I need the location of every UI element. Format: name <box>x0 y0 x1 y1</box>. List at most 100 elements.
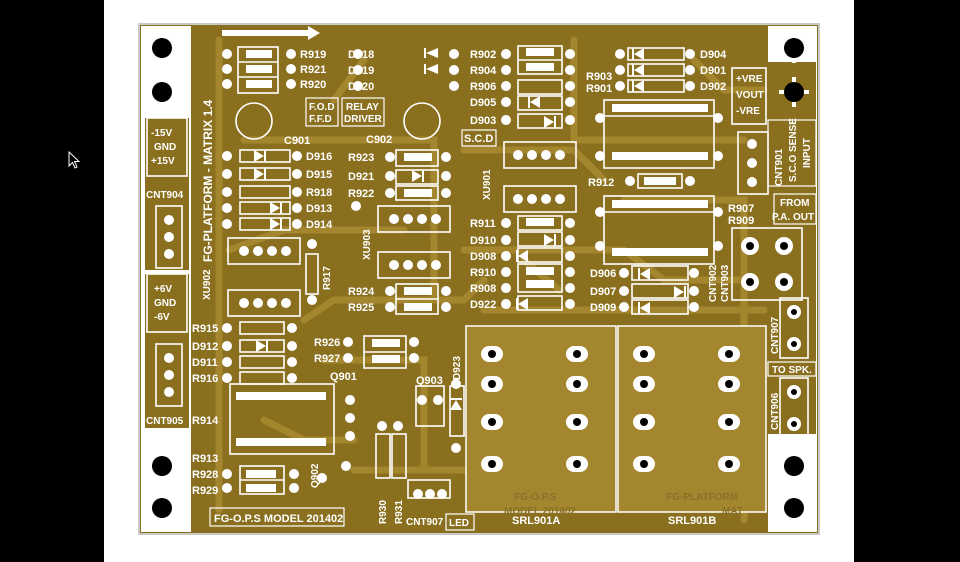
label-cnt906: CNT906 <box>770 392 781 430</box>
label-to-spk: TO SPK. <box>772 365 812 376</box>
label-d918: D918 <box>348 49 374 61</box>
label-r909: R909 <box>728 215 754 227</box>
relay-pins <box>481 346 740 472</box>
label-ffd: F.F.D <box>309 114 332 125</box>
label-r907: R907 <box>728 203 754 215</box>
label-r926: R926 <box>314 337 340 349</box>
label-r902: R902 <box>470 49 496 61</box>
label-d914: D914 <box>306 219 333 231</box>
label-d920: D920 <box>348 81 374 93</box>
label-vre-neg: -VRE <box>736 106 760 117</box>
label-r929: R929 <box>192 485 218 497</box>
label-r908: R908 <box>470 283 496 295</box>
label-r911: R911 <box>470 218 496 230</box>
label-r916: R916 <box>192 373 218 385</box>
label-r921: R921 <box>300 64 326 76</box>
label-d922: D922 <box>470 299 496 311</box>
label-psu-n15v: -15V <box>151 128 172 139</box>
label-d903: D903 <box>470 115 496 127</box>
label-r906: R906 <box>470 81 496 93</box>
label-r920: R920 <box>300 79 326 91</box>
label-led: LED <box>449 518 469 529</box>
label-cnt904: CNT904 <box>146 190 184 201</box>
label-r923: R923 <box>348 152 374 164</box>
label-vre-pos: +VRE <box>736 74 763 85</box>
label-r915: R915 <box>192 323 218 335</box>
label-r910: R910 <box>470 267 496 279</box>
label-cnt902: CNT902 <box>708 264 719 302</box>
label-r901: R901 <box>586 83 612 95</box>
label-d902: D902 <box>700 81 726 93</box>
label-r930: R930 <box>378 500 389 524</box>
label-d921: D921 <box>348 171 374 183</box>
image-canvas: FG-PLATFORM - MATRIX 1.4 FG-O.P.S MODEL … <box>104 0 854 562</box>
label-d912: D912 <box>192 341 218 353</box>
label-cnt907-b: CNT907 <box>770 316 781 354</box>
label-r919: R919 <box>300 49 326 61</box>
mouse-cursor-icon <box>68 151 80 169</box>
label-psu-p6v: +6V <box>154 284 172 295</box>
label-c901: C901 <box>284 135 310 147</box>
silk-boxes <box>209 97 817 531</box>
label-d919: D919 <box>348 65 374 77</box>
diode-symbols <box>254 48 686 410</box>
ghost-text-3: FG-PLATFORM <box>666 492 738 503</box>
label-cnt903: CNT903 <box>720 264 731 302</box>
label-psu-gnd2: GND <box>154 298 176 309</box>
label-xu902: XU902 <box>202 269 213 300</box>
label-r931: R931 <box>394 500 405 524</box>
board-title: FG-PLATFORM - MATRIX 1.4 <box>201 99 215 262</box>
label-psu-n6v: -6V <box>154 312 170 323</box>
label-r924: R924 <box>348 286 375 298</box>
label-q901: Q901 <box>330 371 357 383</box>
label-d910: D910 <box>470 235 496 247</box>
label-q903: Q903 <box>416 375 443 387</box>
label-d904: D904 <box>700 49 727 61</box>
through-hole-pads <box>164 49 801 499</box>
ghost-text-4: MAT <box>722 506 743 517</box>
component-bodies <box>222 26 708 492</box>
label-cnt905: CNT905 <box>146 416 184 427</box>
label-r922: R922 <box>348 188 374 200</box>
label-r904: R904 <box>470 65 497 77</box>
ghost-text-2: MODEL 201402 <box>504 506 577 517</box>
label-driver: DRIVER <box>344 114 383 125</box>
label-cnt901: CNT901 <box>774 148 785 186</box>
label-d913: D913 <box>306 203 332 215</box>
label-psu-p15v: +15V <box>151 156 175 167</box>
label-r912: R912 <box>588 177 614 189</box>
label-q902: Q902 <box>310 463 321 488</box>
component-outlines <box>146 45 809 499</box>
label-d923: D923 <box>452 356 463 380</box>
label-d901: D901 <box>700 65 726 77</box>
label-r928: R928 <box>192 469 218 481</box>
label-from: FROM <box>780 198 809 209</box>
board-model: FG-O.P.S MODEL 201402 <box>214 513 343 525</box>
label-sco-sense: S.C.O SENSE <box>788 118 799 182</box>
label-d911: D911 <box>192 357 218 369</box>
label-fod: F.O.D <box>309 102 335 113</box>
label-r927: R927 <box>314 353 340 365</box>
label-r914: R914 <box>192 415 219 427</box>
label-srl901b: SRL901B <box>668 515 716 527</box>
label-sco-input: INPUT <box>802 138 813 168</box>
label-pa-out: P.A. OUT <box>772 212 814 223</box>
label-d909: D909 <box>590 302 616 314</box>
label-d908: D908 <box>470 251 496 263</box>
label-d906: D906 <box>590 268 616 280</box>
label-d915: D915 <box>306 169 332 181</box>
label-c902: C902 <box>366 134 392 146</box>
label-r918: R918 <box>306 187 332 199</box>
label-psu-gnd1: GND <box>154 142 176 153</box>
label-xu903: XU903 <box>362 229 373 260</box>
label-d916: D916 <box>306 151 332 163</box>
label-d905: D905 <box>470 97 496 109</box>
label-xu901: XU901 <box>482 169 493 200</box>
ghost-text-1: FG-O.P.S <box>514 492 557 503</box>
label-d907: D907 <box>590 286 616 298</box>
label-srl901a: SRL901A <box>512 515 560 527</box>
label-cnt907-a: CNT907 <box>406 517 444 528</box>
label-r925: R925 <box>348 302 374 314</box>
pcb-board: FG-PLATFORM - MATRIX 1.4 FG-O.P.S MODEL … <box>138 23 820 535</box>
label-r913: R913 <box>192 453 218 465</box>
